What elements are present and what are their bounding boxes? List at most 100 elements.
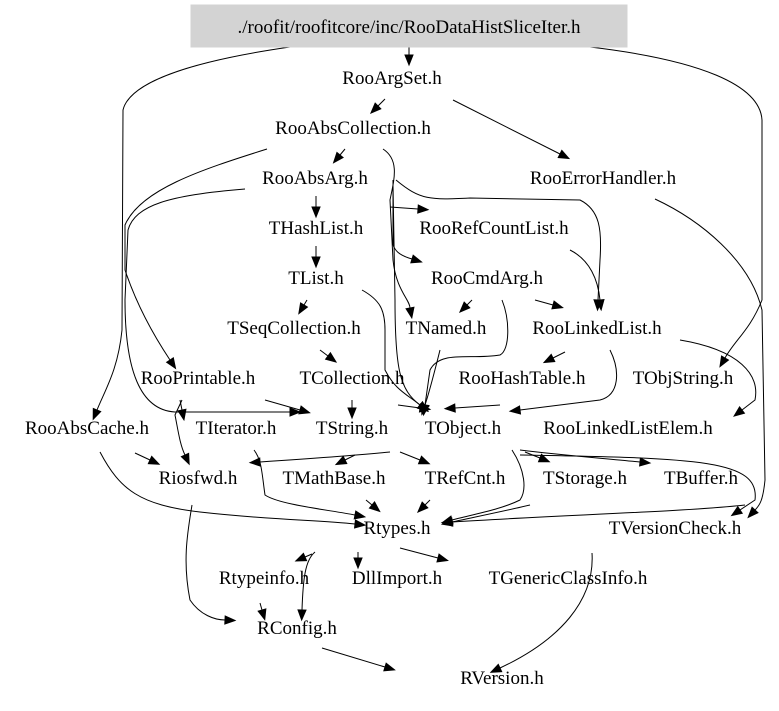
node-tobjstring[interactable]: TObjString.h [633,368,734,389]
node-rtypes[interactable]: Rtypes.h [363,518,431,539]
arrowhead [557,149,571,160]
node-tgenericclassinfo[interactable]: TGenericClassInfo.h [489,568,648,589]
edge-tversioncheck-to-rversion [489,552,593,673]
arrowhead [458,301,471,314]
node-tbuffer[interactable]: TBuffer.h [664,468,739,489]
node-tlist[interactable]: TList.h [288,268,344,289]
arrowhead [332,151,344,164]
edge-line [321,647,386,668]
arrowhead [180,452,190,466]
edge-roorefcountlist-to-roolinkedlist [569,249,605,312]
node-tseqcollection[interactable]: TSeqCollection.h [227,318,361,339]
node-titerator[interactable]: TIterator.h [196,418,277,439]
arrowhead [353,510,367,520]
edge-line [399,547,439,559]
node-label-rtypeinfo: Rtypeinfo.h [219,568,310,589]
edge-root-to-tobjstring [589,46,763,368]
edge-line [679,339,757,411]
node-rooabsarg[interactable]: RooAbsArg.h [262,168,368,189]
arrowhead [730,505,744,517]
arrowhead [289,407,302,417]
edge-roocmdarg-to-tnamed [458,299,473,314]
node-rtypeinfo[interactable]: Rtypeinfo.h [219,568,310,589]
arrowhead [639,457,652,467]
node-rooargset[interactable]: RooArgSet.h [342,68,442,89]
edge-tstring-to-tmathbase [334,454,356,466]
node-label-tobjstring: TObjString.h [633,368,734,389]
arrowhead [298,302,309,315]
node-label-roocmdarg: RooCmdArg.h [431,268,544,289]
node-tobject[interactable]: TObject.h [425,418,502,439]
edge-line [424,499,431,506]
node-label-rtypes: Rtypes.h [363,518,431,539]
node-rooabscache[interactable]: RooAbsCache.h [25,418,150,439]
node-dllimport[interactable]: DllImport.h [352,568,443,589]
arrowhead [224,615,237,625]
arrowhead [542,353,556,364]
node-label-roolinkedlist: RooLinkedList.h [532,318,662,339]
node-rooprintable[interactable]: RooPrintable.h [141,368,256,389]
edge-line [124,188,290,413]
arrowhead [297,609,307,622]
arrowhead [747,506,759,519]
edge-tnamed-to-tobject [420,349,441,416]
node-label-roolinkedlistelem: RooLinkedListElem.h [543,418,713,439]
arrowhead [368,501,381,513]
node-roorefcountlist[interactable]: RooRefCountList.h [419,218,569,239]
node-label-titerator: TIterator.h [196,418,277,439]
edge-rtypes-to-rconfig [297,551,316,622]
node-roolinkedlist[interactable]: RooLinkedList.h [532,318,662,339]
edge-line [466,299,473,306]
node-rooabscollection[interactable]: RooAbsCollection.h [275,118,431,139]
edge-line [185,504,226,621]
edge-line [304,553,313,558]
node-tnamed[interactable]: TNamed.h [406,318,487,339]
node-rooerrorhandler[interactable]: RooErrorHandler.h [530,168,677,189]
root-node-highlight [190,4,628,48]
node-thashlist[interactable]: THashList.h [269,218,364,239]
node-tmathbase[interactable]: TMathBase.h [283,468,386,489]
arrowhead [324,351,338,363]
edge-rtypes-to-dllimport [353,552,363,570]
node-rconfig[interactable]: RConfig.h [257,618,337,639]
node-riosfwd[interactable]: Riosfwd.h [159,468,238,489]
edge-tbuffer-to-rtypes [440,504,746,527]
edge-rooabsarg-to-thashlist [311,196,321,219]
arrowhead [719,355,730,368]
arrowhead [417,455,431,465]
edge-line [552,351,566,359]
edge-line [451,504,746,523]
arrowhead [177,408,187,422]
arrowhead [551,300,564,310]
arrowhead [404,54,414,67]
node-tstring[interactable]: TString.h [316,418,389,439]
edge-rooabscache-to-rtypes [99,451,367,529]
edge-line [96,46,291,411]
node-root[interactable]: ./roofit/roofitcore/inc/RooDataHistSlice… [190,4,628,48]
node-rversion[interactable]: RVersion.h [460,668,544,689]
edge-root-to-rooabscache [92,46,291,421]
edge-thashlist-to-tlist [311,246,321,269]
edge-rooabsarg-to-roorefcountlist [389,204,430,214]
edge-line [344,454,356,461]
edge-line [519,349,618,411]
node-tstorage[interactable]: TStorage.h [543,468,627,489]
edge-line [319,349,329,357]
node-trefcnt[interactable]: TRefCnt.h [425,468,506,489]
arrowhead [257,608,267,621]
arrowhead [369,102,382,115]
node-label-dllimport: DllImport.h [352,568,443,589]
node-tcollection[interactable]: TCollection.h [299,368,405,389]
node-roohashtable[interactable]: RooHashTable.h [459,368,586,389]
node-roocmdarg[interactable]: RooCmdArg.h [431,268,544,289]
node-label-tbuffer: TBuffer.h [664,468,739,489]
node-roolinkedlistelem[interactable]: RooLinkedListElem.h [543,418,713,439]
edge-tstorage-to-rtypes [440,504,531,527]
edge-rooprintable-to-tobject [177,399,187,422]
arrowhead [508,405,522,415]
node-label-tlist: TList.h [288,268,344,289]
edge-line [389,206,419,210]
edge-line [339,148,346,156]
node-tversioncheck[interactable]: TVersionCheck.h [609,518,742,539]
